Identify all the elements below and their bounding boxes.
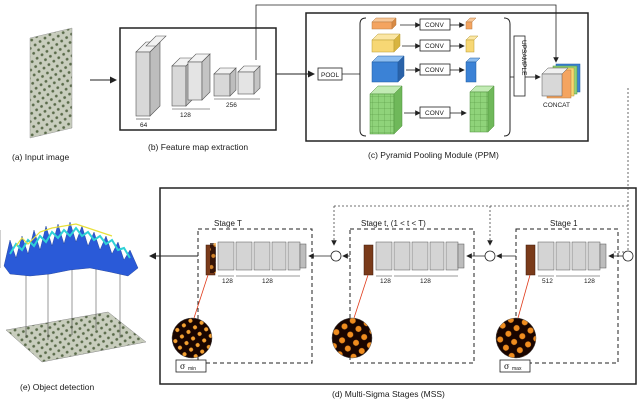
sum-node-1 <box>622 250 634 262</box>
branch-green <box>369 85 495 135</box>
caption-ppm: (c) Pyramid Pooling Module (PPM) <box>368 150 499 160</box>
input-image <box>29 27 73 139</box>
sum-node-2 <box>484 250 496 262</box>
skip-connection <box>255 4 559 63</box>
stage-t-mid-blocks <box>363 241 465 276</box>
feature-box <box>119 27 277 131</box>
sigma-max-box <box>499 359 531 373</box>
stage-first-128: 128 <box>584 278 595 285</box>
bracket-right <box>503 17 511 137</box>
concat-stack <box>541 63 581 99</box>
branch-orange <box>371 17 477 30</box>
sigma-max-sub: max <box>512 366 522 372</box>
stage-t-mid-128-b: 128 <box>420 278 431 285</box>
label-128: 128 <box>180 112 191 119</box>
caption-input: (a) Input image <box>12 152 69 162</box>
stage-first-blocks <box>525 241 607 276</box>
stage-t-mid-label: Stage t, (1 < t < T) <box>361 219 426 228</box>
stage-first-box <box>515 228 619 364</box>
sum-node-3 <box>330 250 342 262</box>
upsample-box <box>513 35 526 97</box>
feature-blocks <box>135 35 261 117</box>
stage-t-last-128-a: 128 <box>222 278 233 285</box>
stage-first-512: 512 <box>542 278 553 285</box>
conv-label-1: CONV <box>425 22 444 29</box>
sigma-min-sub: min <box>188 366 196 372</box>
detection-plot <box>0 221 147 363</box>
heatmap-min <box>171 317 213 359</box>
pool-label: POOL <box>321 72 339 79</box>
caption-detect: (e) Object detection <box>20 382 94 392</box>
heatmap-mid <box>331 317 373 359</box>
conv-label-4: CONV <box>425 110 444 117</box>
stage-t-last-blocks <box>205 241 307 276</box>
branch-yellow <box>371 33 479 53</box>
stage-t-last-label: Stage T <box>214 219 242 228</box>
stage-first-label: Stage 1 <box>550 219 578 228</box>
upsample-label: UPSAMPLE <box>520 40 527 76</box>
stage-t-last-128-b: 128 <box>262 278 273 285</box>
branch-blue <box>371 55 481 83</box>
conv-label-3: CONV <box>425 67 444 74</box>
label-64: 64 <box>140 122 148 129</box>
stage-t-mid-128-a: 128 <box>380 278 391 285</box>
label-256: 256 <box>226 102 237 109</box>
stage-t-last-box <box>197 228 313 364</box>
sigma-min-box <box>175 359 207 373</box>
ppm-box <box>305 12 589 142</box>
sigma-max-symbol: σ <box>504 362 510 371</box>
conv-label-2: CONV <box>425 43 444 50</box>
bracket-left <box>359 17 367 137</box>
heatmap-max <box>495 317 537 359</box>
caption-feature: (b) Feature map extraction <box>148 142 248 152</box>
mss-box <box>159 187 637 385</box>
concat-label: CONCAT <box>543 102 570 109</box>
caption-mss: (d) Multi-Sigma Stages (MSS) <box>332 389 445 399</box>
stage-t-mid-box <box>349 228 475 364</box>
sigma-min-symbol: σ <box>180 362 186 371</box>
